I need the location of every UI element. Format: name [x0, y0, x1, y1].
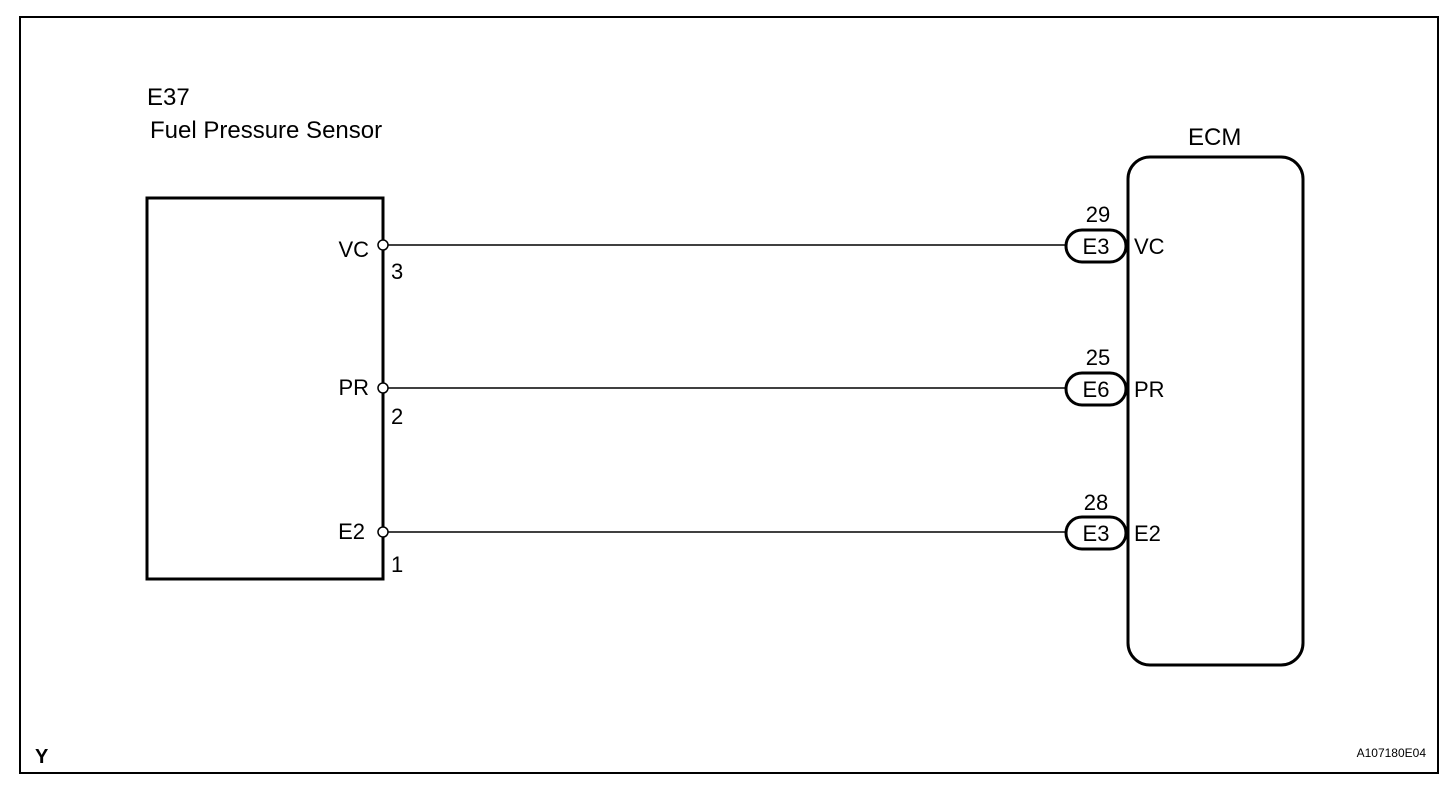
terminal-e2	[377, 526, 389, 538]
ecm-terminal-name: VC	[1134, 234, 1165, 259]
sensor-name: Fuel Pressure Sensor	[150, 117, 382, 144]
circuit-e2: E2 1 28 E3 E2	[338, 490, 1161, 577]
ecm-pin-number: 29	[1086, 202, 1110, 227]
sensor-box	[145, 196, 385, 581]
ecm-connector-code: E3	[1083, 234, 1110, 259]
ecm-connector-badge	[1064, 371, 1128, 407]
sensor-terminal-name: PR	[338, 375, 369, 400]
ecm-connector-badge	[1064, 228, 1128, 264]
ecm-terminal-name: E2	[1134, 521, 1161, 546]
sensor-terminal-name: E2	[338, 519, 365, 544]
circuit-pr: PR 2 25 E6 PR	[338, 345, 1164, 429]
sensor-pin-number: 3	[391, 259, 403, 284]
ecm-connector-code: E3	[1083, 521, 1110, 546]
ecm-terminal-name: PR	[1134, 377, 1165, 402]
circuit-vc: VC 3 29 E3 VC	[338, 202, 1164, 284]
sensor-pin-number: 2	[391, 404, 403, 429]
sensor-code: E37	[147, 84, 190, 111]
sensor-pin-number: 1	[391, 552, 403, 577]
ecm-connector-code: E6	[1083, 377, 1110, 402]
ecm-connector-badge	[1064, 515, 1128, 551]
footer-left-mark: Y	[35, 746, 49, 768]
ecm-box	[1126, 155, 1305, 667]
terminal-pr	[377, 382, 389, 394]
figure-id: A107180E04	[1357, 746, 1427, 760]
ecm-pin-number: 28	[1084, 490, 1108, 515]
ecm-pin-number: 25	[1086, 345, 1110, 370]
diagram-frame	[19, 16, 1439, 774]
terminal-vc	[377, 239, 389, 251]
sensor-terminal-name: VC	[338, 237, 369, 262]
ecm-title: ECM	[1188, 124, 1241, 151]
